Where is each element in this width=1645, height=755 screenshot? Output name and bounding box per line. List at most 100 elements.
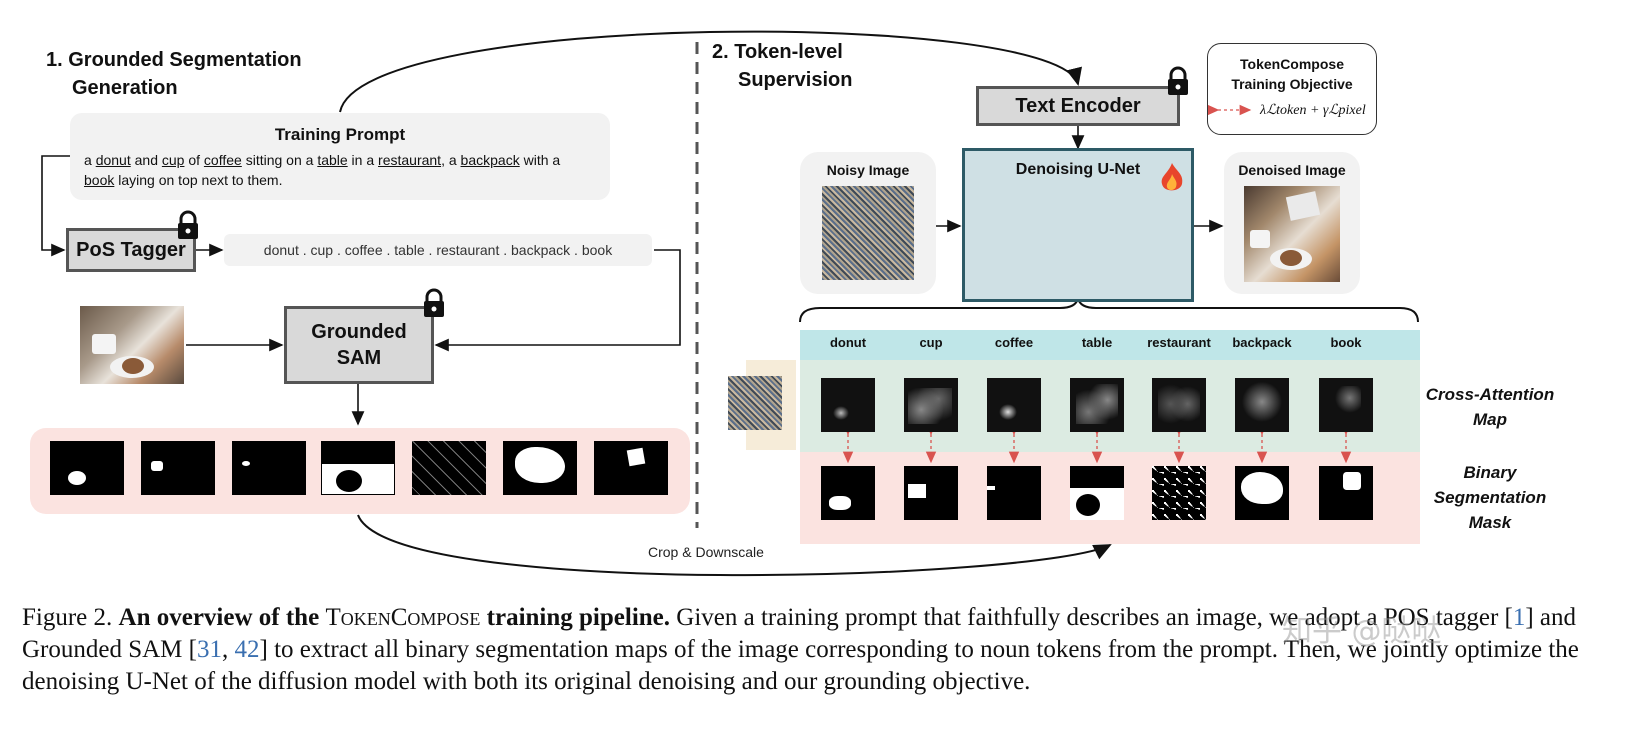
section2-title-line1: 2. Token-level xyxy=(712,41,843,63)
cross-attention-row-label: Cross-Attention Map xyxy=(1410,382,1570,432)
section1-title-line1: 1. Grounded Segmentation xyxy=(46,49,302,71)
caption-bold-a: An overview of the xyxy=(118,604,320,631)
crop-downscale-label: Crop & Downscale xyxy=(648,544,764,560)
prompt-noun-token: table xyxy=(317,152,348,168)
training-prompt-box: Training Prompt a donut and cup of coffe… xyxy=(70,113,610,200)
prompt-word: sitting on a xyxy=(241,152,318,168)
extracted-tokens-text: donut . cup . coffee . table . restauran… xyxy=(263,242,613,258)
text-encoder-box: Text Encoder xyxy=(976,86,1180,126)
objective-title-line1: TokenCompose xyxy=(1240,56,1344,72)
caption-text-b: ] and Grounded SAM [ xyxy=(22,604,1577,663)
segmentation-mask-cup xyxy=(141,441,215,495)
token-label: table xyxy=(1081,335,1113,350)
token-label: backpack xyxy=(1232,335,1292,350)
objective-formula: λℒtoken + γℒpixel xyxy=(1260,103,1366,118)
section1-title: 1. Grounded Segmentation Generation xyxy=(46,46,302,102)
figure-caption: Figure 2. An overview of the TokenCompos… xyxy=(22,604,1579,695)
attention-map-cup xyxy=(904,378,958,432)
prompt-noun-token: coffee xyxy=(203,152,242,168)
extracted-tokens-pill: donut . cup . coffee . table . restauran… xyxy=(224,234,652,266)
segmentation-mask-donut xyxy=(50,441,124,495)
training-objective-box: TokenCompose Training Objective λℒtoken … xyxy=(1207,43,1377,135)
input-image xyxy=(80,306,184,384)
binary-mask-cup xyxy=(904,466,958,520)
row-label-line: Map xyxy=(1473,410,1507,429)
attention-map-restaurant xyxy=(1152,378,1206,432)
caption-figure-number: Figure 2. xyxy=(22,604,113,631)
pos-tagger-box: PoS Tagger xyxy=(66,228,196,272)
denoising-unet-label: Denoising U-Net xyxy=(1015,161,1141,178)
attention-map-book xyxy=(1319,378,1373,432)
noisy-image-panel: Noisy Image xyxy=(800,152,936,294)
attention-map-backpack xyxy=(1235,378,1289,432)
row-label-line: Mask xyxy=(1468,513,1512,532)
arc-prompt-to-encoder xyxy=(339,30,1082,113)
segmentation-mask-restaurant xyxy=(412,441,486,495)
objective-title-line2: Training Objective xyxy=(1231,76,1353,92)
section2-title: 2. Token-level Supervision xyxy=(712,38,852,94)
arrow-tokens-to-sam xyxy=(434,249,681,352)
token-label: donut xyxy=(829,335,867,350)
segmentation-mask-coffee xyxy=(232,441,306,495)
row-label-line: Binary xyxy=(1463,463,1517,482)
caption-text-a: Given a training prompt that faithfully … xyxy=(676,604,1513,631)
token-label: book xyxy=(1330,335,1362,350)
caption-ref-link[interactable]: 31 xyxy=(197,636,222,663)
prompt-word: laying on top next to them. xyxy=(114,172,283,188)
training-prompt-text: a donut and cup of coffee sitting on a t… xyxy=(84,150,594,190)
denoising-unet-box: Denoising U-Net xyxy=(962,148,1194,302)
section2-title-line2: Supervision xyxy=(738,69,853,91)
grounded-sam-line2: SAM xyxy=(336,347,382,369)
prompt-noun-token: book xyxy=(84,172,115,188)
attention-map-table xyxy=(1070,378,1124,432)
grounded-sam-box: Grounded SAM xyxy=(284,306,434,384)
row-label-line: Cross-Attention xyxy=(1425,385,1555,404)
lock-icon xyxy=(1166,66,1190,101)
segmentation-mask-backpack xyxy=(503,441,577,495)
prompt-word: , a xyxy=(441,152,461,168)
binary-mask-coffee xyxy=(987,466,1041,520)
pair-arrows xyxy=(842,423,1352,464)
noisy-image-thumbnail xyxy=(728,376,782,430)
binary-mask-restaurant xyxy=(1152,466,1206,520)
prompt-word: with a xyxy=(519,152,561,168)
caption-text-c: ] to extract all binary segmentation map… xyxy=(22,636,1579,695)
cup-shape xyxy=(92,334,116,354)
segmentation-mask-book xyxy=(594,441,668,495)
prompt-word: and xyxy=(130,152,162,168)
caption-bold-b: training pipeline. xyxy=(486,604,671,631)
denoised-image-label: Denoised Image xyxy=(1238,162,1346,178)
lock-icon xyxy=(176,210,200,245)
noisy-image xyxy=(822,186,914,280)
prompt-noun-token: restaurant xyxy=(378,152,442,168)
prompt-word: a xyxy=(84,152,96,168)
caption-method-name: TokenCompose xyxy=(325,604,481,631)
binary-mask-donut xyxy=(821,466,875,520)
caption-ref-link[interactable]: 1 xyxy=(1512,604,1526,631)
training-prompt-title: Training Prompt xyxy=(274,125,406,144)
donut-shape xyxy=(122,358,144,374)
grounded-sam-line1: Grounded xyxy=(311,321,407,343)
arrow-crop-downscale xyxy=(357,514,1112,577)
binary-mask-backpack xyxy=(1235,466,1289,520)
prompt-word: in a xyxy=(347,152,379,168)
binary-mask-table xyxy=(1070,466,1124,520)
segmentation-mask-table xyxy=(321,441,395,495)
token-label: restaurant xyxy=(1147,335,1211,350)
prompt-noun-token: cup xyxy=(161,152,185,168)
lock-icon xyxy=(422,288,446,323)
section1-title-line2: Generation xyxy=(72,77,178,99)
row-label-line: Segmentation xyxy=(1433,488,1547,507)
binary-mask-book xyxy=(1319,466,1373,520)
caption-ref-link[interactable]: 42 xyxy=(234,636,260,663)
prompt-word: of xyxy=(184,152,204,168)
watermark: 知乎 @哒哒 xyxy=(1282,614,1442,649)
fire-icon xyxy=(1158,162,1186,194)
token-row-bg xyxy=(800,330,1420,360)
attention-map-coffee xyxy=(987,378,1041,432)
pos-tagger-label: PoS Tagger xyxy=(76,238,186,261)
denoised-image-panel: Denoised Image xyxy=(1224,152,1360,294)
binary-mask-row-label: Binary Segmentation Mask xyxy=(1410,460,1570,535)
token-label: coffee xyxy=(994,335,1034,350)
noisy-image-label: Noisy Image xyxy=(826,162,910,178)
